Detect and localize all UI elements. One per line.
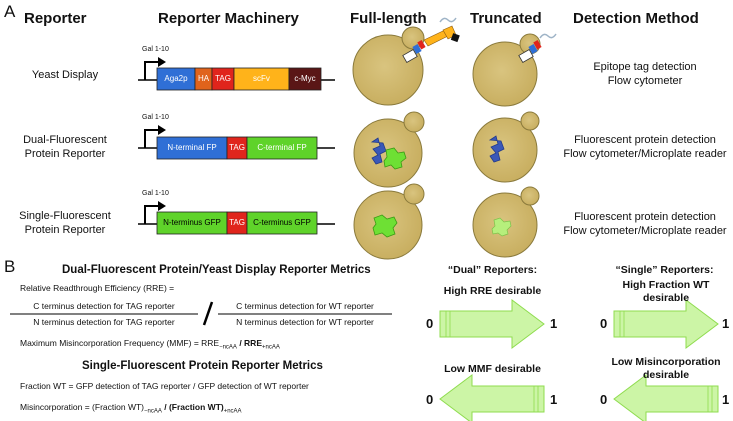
segment-label-cmyc: c-Myc xyxy=(294,74,316,83)
rre-label: Relative Readthrough Efficiency (RRE) = xyxy=(20,283,175,293)
arrow-title-high-rre: High RRE desirable xyxy=(443,285,542,297)
segment-cmyc xyxy=(288,67,322,91)
cell-single-full-length xyxy=(353,183,425,260)
promoter-label-row1: Gal 1-10 xyxy=(142,46,169,53)
header-full-length: Full-length xyxy=(350,10,427,27)
arrow-title-high-fraction-wt: High Fraction WT desirable xyxy=(622,279,710,304)
detection-yeast-display: Epitope tag detection Flow cytometer xyxy=(593,61,697,87)
segment-label-c-terminal-fp: C-terminal FP xyxy=(257,143,307,152)
frac2-denominator: N terminus detection for WT reporter xyxy=(236,317,374,327)
dual-reporters-header: “Dual” Reporters: xyxy=(447,264,538,276)
segment-label-tag: TAG xyxy=(215,74,231,83)
row-label-dual-fp: Dual-Fluorescent Protein Reporter xyxy=(23,134,107,160)
segment-label-ha: HA xyxy=(197,74,210,83)
arrow-high-fraction-wt xyxy=(613,299,719,349)
segment-label-n-terminal-fp: N-terminal FP xyxy=(167,143,217,152)
cell-single-truncated xyxy=(472,186,540,258)
mmf-formula: Maximum Misincorporation Frequency (MMF)… xyxy=(20,338,280,351)
detection-single-fp: Fluorescent protein detection Flow cytom… xyxy=(563,211,727,237)
cell-dual-full-length xyxy=(353,111,425,188)
panel-b-letter: B xyxy=(4,257,16,276)
header-detection: Detection Method xyxy=(573,10,699,27)
frac1-numerator: C terminus detection for TAG reporter xyxy=(33,301,175,311)
segment-label-c-terminus-gfp: C-terminus GFP xyxy=(253,218,311,227)
arrow2-right-value: 1 xyxy=(722,316,730,331)
arrow-high-rre xyxy=(439,299,545,349)
header-machinery: Reporter Machinery xyxy=(158,10,299,27)
segment-label-aga2p: Aga2p xyxy=(164,74,188,83)
construct-single-fp xyxy=(138,201,335,235)
segment-label-tag: TAG xyxy=(229,218,245,227)
single-reporters-header: “Single” Reporters: xyxy=(615,264,714,276)
arrow4-right-value: 1 xyxy=(722,392,730,407)
segment-label-tag: TAG xyxy=(229,143,245,152)
row-label-yeast-display: Yeast Display xyxy=(31,69,99,81)
frac2-numerator: C terminus detection for WT reporter xyxy=(236,301,374,311)
detection-dual-fp: Fluorescent protein detection Flow cytom… xyxy=(563,134,727,160)
construct-dual-fp xyxy=(138,125,335,160)
cell-dual-truncated xyxy=(472,111,540,183)
segment-label-scfv: scFv xyxy=(253,74,270,83)
arrow4-left-value: 0 xyxy=(600,392,608,407)
cell-yeast-full-length xyxy=(352,17,460,106)
arrow-title-low-misincorporation: Low Misincorporation desirable xyxy=(611,356,721,381)
arrow-low-mmf xyxy=(439,374,545,421)
arrow3-left-value: 0 xyxy=(426,392,434,407)
arrow1-right-value: 1 xyxy=(550,316,558,331)
header-truncated: Truncated xyxy=(470,10,542,27)
panel-a-letter: A xyxy=(4,2,16,21)
single-metrics-title: Single-Fluorescent Protein Reporter Metr… xyxy=(82,360,323,372)
arrow-low-misincorporation xyxy=(613,374,719,421)
row-label-single-fp: Single-Fluorescent Protein Reporter xyxy=(19,210,111,236)
construct-yeast-display xyxy=(138,57,335,91)
dual-metrics-title: Dual-Fluorescent Protein/Yeast Display R… xyxy=(62,264,371,276)
cell-yeast-truncated xyxy=(472,33,557,107)
header-reporter: Reporter xyxy=(24,10,87,27)
promoter-label-row2: Gal 1-10 xyxy=(142,114,169,121)
segment-c-terminus-gfp xyxy=(246,211,318,235)
arrow1-left-value: 0 xyxy=(426,316,434,331)
arrow3-right-value: 1 xyxy=(550,392,558,407)
fraction-divider-slash xyxy=(202,301,214,326)
arrow-title-low-mmf: Low MMF desirable xyxy=(444,363,541,375)
promoter-label-row3: Gal 1-10 xyxy=(142,190,169,197)
fraction-wt-formula: Fraction WT = GFP detection of TAG repor… xyxy=(20,381,309,391)
frac1-denominator: N terminus detection for TAG reporter xyxy=(33,317,175,327)
segment-label-n-terminus-gfp: N-terminus GFP xyxy=(163,218,221,227)
segment-c-terminal-fp xyxy=(246,136,318,160)
misincorporation-formula: Misincorporation = (Fraction WT)−ncAA / … xyxy=(20,402,242,415)
arrow2-left-value: 0 xyxy=(600,316,608,331)
